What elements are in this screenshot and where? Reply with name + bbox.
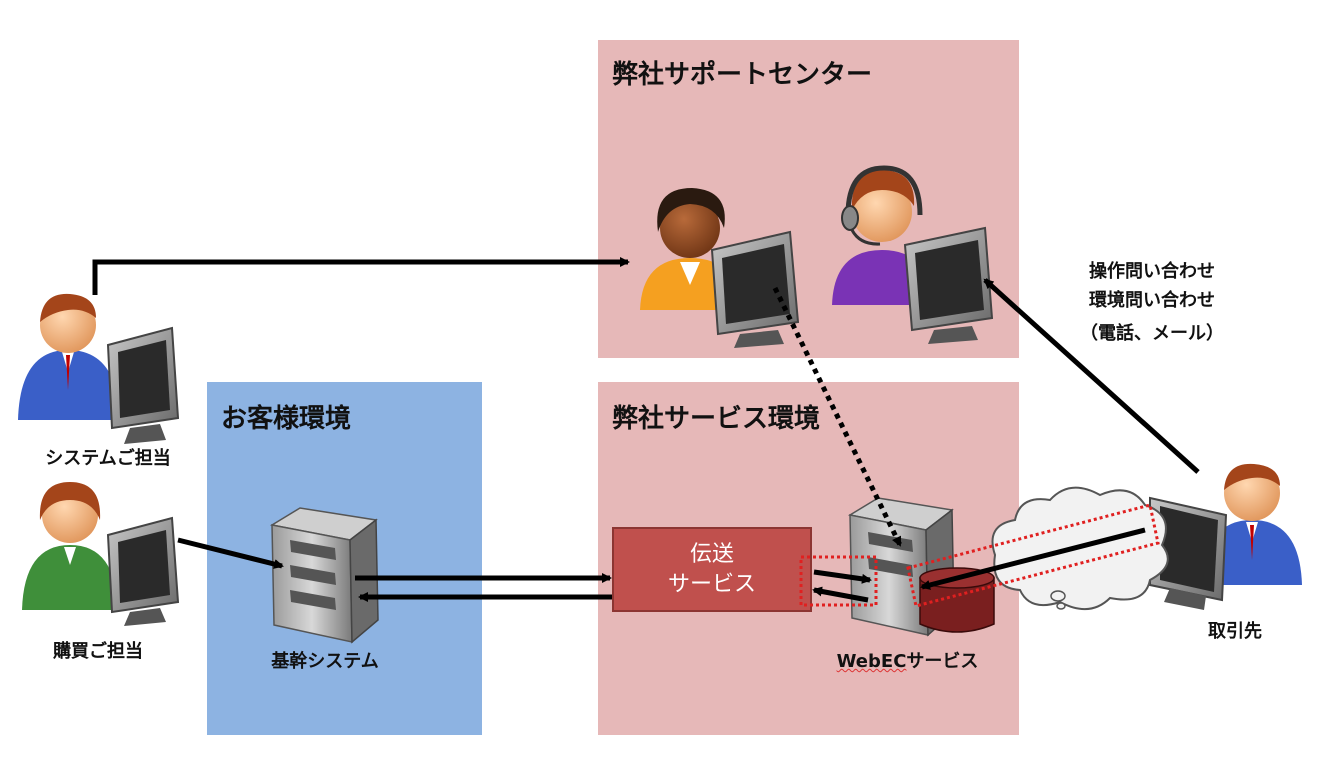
core-system-label: 基幹システム <box>271 651 379 672</box>
inquiry-line-2: 環境問い合わせ <box>1089 290 1215 311</box>
system-person-label: システムご担当 <box>45 448 171 469</box>
support-operator-icon <box>832 165 994 344</box>
support-staff-icon <box>640 188 800 348</box>
arrow-system-to-support <box>92 257 630 295</box>
webec-server-icon <box>847 497 955 637</box>
customer-env-title: お客様環境 <box>221 404 352 434</box>
support-center-title: 弊社サポートセンター <box>612 60 873 90</box>
core-system-server-icon <box>269 507 379 644</box>
transfer-service-label-1: 伝送 <box>689 541 734 567</box>
purchasing-person-icon <box>22 482 180 626</box>
arrow-webec-to-transfer <box>812 586 869 603</box>
webec-service-label: WebECサービス <box>820 647 995 673</box>
secure-channel-highlight-right <box>906 503 1160 608</box>
arrow-partner-to-operator <box>983 278 1200 474</box>
service-env-title: 弊社サービス環境 <box>612 404 821 434</box>
transfer-service-box: 伝送 サービス <box>612 527 812 612</box>
arrow-transfer-to-webec <box>813 569 872 584</box>
system-person-icon <box>18 293 180 444</box>
inquiry-line-3: （電話、メール） <box>1080 323 1224 344</box>
arrow-partner-to-webec <box>920 527 1146 590</box>
purchasing-person-label: 購買ご担当 <box>53 641 143 662</box>
webec-prefix: WebEC <box>836 651 907 672</box>
partner-person-icon <box>1149 463 1302 610</box>
partner-label: 取引先 <box>1208 621 1262 642</box>
inquiry-line-1: 操作問い合わせ <box>1089 261 1215 282</box>
arrow-purchasing-to-core <box>177 537 284 569</box>
transfer-service-label-2: サービス <box>667 571 756 597</box>
secure-channel-highlight-left <box>799 555 878 607</box>
dotted-support-to-webec <box>772 286 903 547</box>
webec-suffix: サービス <box>906 651 979 672</box>
